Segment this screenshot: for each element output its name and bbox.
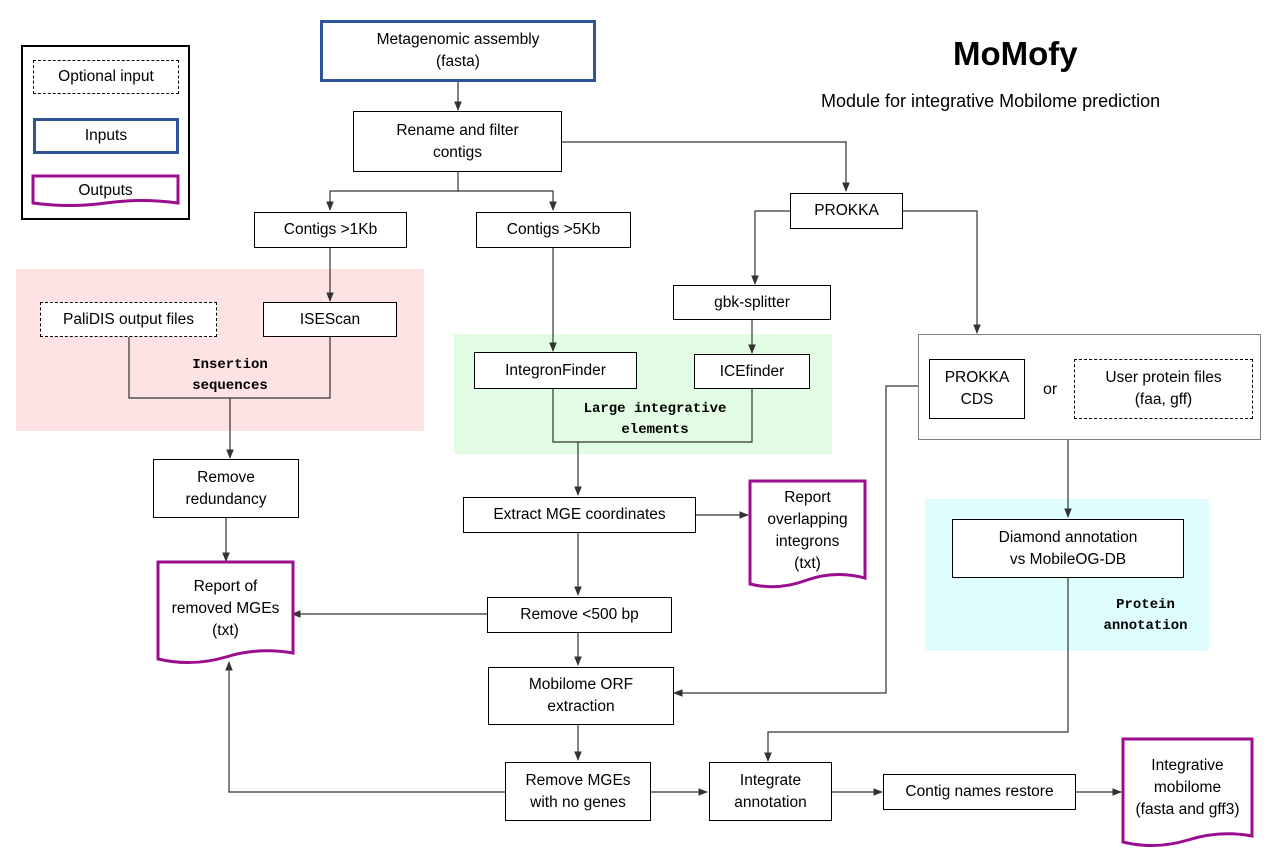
remove-mges-node: Remove MGEs with no genes xyxy=(505,762,651,821)
integrate-annotation-node: Integrate annotation xyxy=(709,762,832,821)
legend-box xyxy=(21,45,190,220)
isescan-node: ISEScan xyxy=(263,302,397,337)
edge-removemges-report xyxy=(225,661,505,793)
user-protein-node: User protein files (faa, gff) xyxy=(1074,359,1253,419)
report-removed-shape xyxy=(156,560,295,665)
edge-container-orf xyxy=(673,385,918,697)
report-overlapping-output: Report overlapping integrons (txt) xyxy=(767,489,848,572)
integronfinder-node: IntegronFinder xyxy=(474,352,637,389)
gbk-splitter-node: gbk-splitter xyxy=(673,285,831,320)
integrative-mobilome-output: Integrative mobilome (fasta and gff3) xyxy=(1135,757,1240,818)
legend-output-shape xyxy=(31,174,180,207)
edge-rename-prokka xyxy=(562,141,850,192)
mobilome-orf-node: Mobilome ORF extraction xyxy=(488,667,674,725)
legend-optional-input: Optional input xyxy=(33,60,179,94)
integrative-mobilome-shape xyxy=(1121,737,1254,848)
protein-annotation-label: Protein annotation xyxy=(1103,597,1188,634)
edge-diamond-integrate xyxy=(764,578,1069,762)
remove-redundancy-node: Remove redundancy xyxy=(153,459,299,518)
contig-names-restore-node: Contig names restore xyxy=(883,774,1076,810)
diamond-node: Diamond annotation vs MobileOG-DB xyxy=(952,519,1184,578)
edge-prokka-container xyxy=(903,210,981,334)
edge-split-5kb xyxy=(458,190,557,211)
contigs-5kb-node: Contigs >5Kb xyxy=(476,212,631,248)
page-title: MoMofy xyxy=(953,35,1078,72)
extract-mge-node: Extract MGE coordinates xyxy=(463,497,696,533)
legend-inputs: Inputs xyxy=(33,118,179,154)
contigs-1kb-node: Contigs >1Kb xyxy=(254,212,407,248)
report-removed-output: Report of removed MGEs (txt) xyxy=(171,578,280,639)
edge-integrative-merge xyxy=(552,389,753,443)
or-label: or xyxy=(1043,381,1058,398)
prokka-node: PROKKA xyxy=(790,193,903,229)
page-subtitle: Module for integrative Mobilome predicti… xyxy=(821,91,1161,111)
rename-filter-node: Rename and filter contigs xyxy=(353,111,562,172)
large-integrative-elements-label: Large integrative elements xyxy=(583,401,727,438)
protein-input-container xyxy=(918,334,1261,440)
report-overlapping-shape xyxy=(748,479,867,589)
legend-outputs: Outputs xyxy=(78,182,133,199)
insertion-sequences-region xyxy=(16,269,424,431)
palidis-node: PaliDIS output files xyxy=(40,302,217,337)
remove-500bp-node: Remove <500 bp xyxy=(487,597,672,633)
prokka-cds-node: PROKKA CDS xyxy=(929,359,1025,419)
edge-rename-split xyxy=(326,172,459,211)
edge-prokka-gbk xyxy=(751,210,791,285)
insertion-sequences-label: Insertion sequences xyxy=(192,357,268,394)
metagenomic-assembly-node: Metagenomic assembly (fasta) xyxy=(320,20,596,82)
icefinder-node: ICEfinder xyxy=(694,354,810,389)
